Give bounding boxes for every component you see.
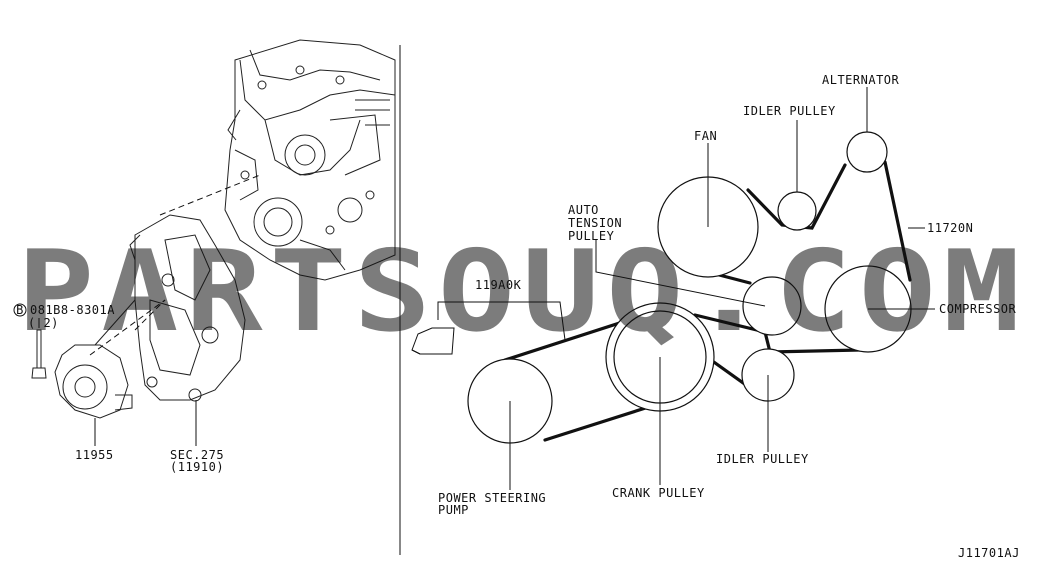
right-leader-lines — [437, 87, 935, 490]
section-reference: SEC.275 — [170, 448, 224, 462]
idler-pulley-bottom-label: IDLER PULLEY — [716, 452, 809, 466]
power-steering-label-line1: POWER STEERING — [438, 491, 546, 505]
tensioner-part-number: 11955 — [75, 448, 114, 462]
alternator-label: ALTERNATOR — [822, 73, 900, 87]
auto-tension-pulley — [742, 276, 802, 336]
alignment-lines — [89, 174, 261, 356]
compressor-label: COMPRESSOR — [939, 302, 1017, 316]
bolt-part-number: 081B8-8301A — [30, 303, 115, 317]
bolt-quantity: ( 2) — [28, 316, 59, 330]
watermark-text: PARTSOUQ.COM — [17, 227, 1027, 357]
auto-tension-label-line1: AUTO — [568, 203, 599, 217]
diagram-code: J11701AJ — [958, 546, 1020, 560]
auto-tension-label-line2: TENSION — [568, 216, 622, 230]
bolt-callout: B 081B8-8301A ( 2) — [13, 303, 115, 330]
bolt-illustration — [31, 329, 47, 379]
auto-tensioner-illustration — [54, 299, 136, 419]
section-sub-reference: (11910) — [170, 460, 224, 474]
engine-block-illustration — [224, 39, 396, 281]
idler-pulley-top — [777, 191, 817, 231]
left-leader-lines — [38, 318, 197, 446]
power-steering-label-line2: PUMP — [438, 503, 469, 517]
bolt-marker-circle — [13, 303, 27, 317]
alternator-pulley — [846, 131, 888, 173]
tensioner-bracket-illustration — [129, 214, 246, 402]
bolt-marker-letter: B — [16, 303, 24, 317]
crank-pulley-label: CRANK PULLEY — [612, 486, 705, 500]
auto-tension-label-line3: PULLEY — [568, 229, 615, 243]
belt-part-number-label: 11720N — [927, 221, 973, 235]
belt-part-number-2-label: 119A0K — [475, 278, 522, 292]
fan-label: FAN — [694, 129, 717, 143]
idler-pulley-top-label: IDLER PULLEY — [743, 104, 836, 118]
